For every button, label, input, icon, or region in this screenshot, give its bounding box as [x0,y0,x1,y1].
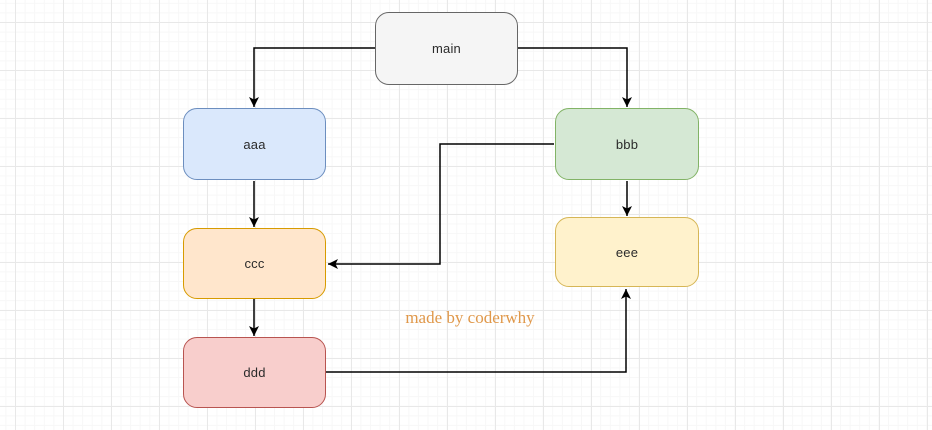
node-label-bbb: bbb [615,136,639,152]
edge-ddd-to-eee [326,289,631,373]
node-ddd[interactable]: ddd [183,337,326,408]
node-eee[interactable]: eee [555,217,699,287]
node-label-main: main [432,41,461,56]
edge-main-to-bbb [518,47,632,107]
node-label-ccc: ccc [244,256,265,271]
node-label-aaa: aaa [243,136,266,152]
node-ccc[interactable]: ccc [183,228,326,299]
edge-main-to-aaa [249,47,375,107]
node-bbb[interactable]: bbb [555,108,699,180]
node-label-ddd: ddd [243,365,266,380]
watermark-text: made by coderwhy [405,308,535,327]
node-label-eee: eee [615,244,639,260]
node-aaa[interactable]: aaa [183,108,326,180]
node-main[interactable]: main [375,12,518,85]
edge-bbb-to-ccc [328,143,554,269]
